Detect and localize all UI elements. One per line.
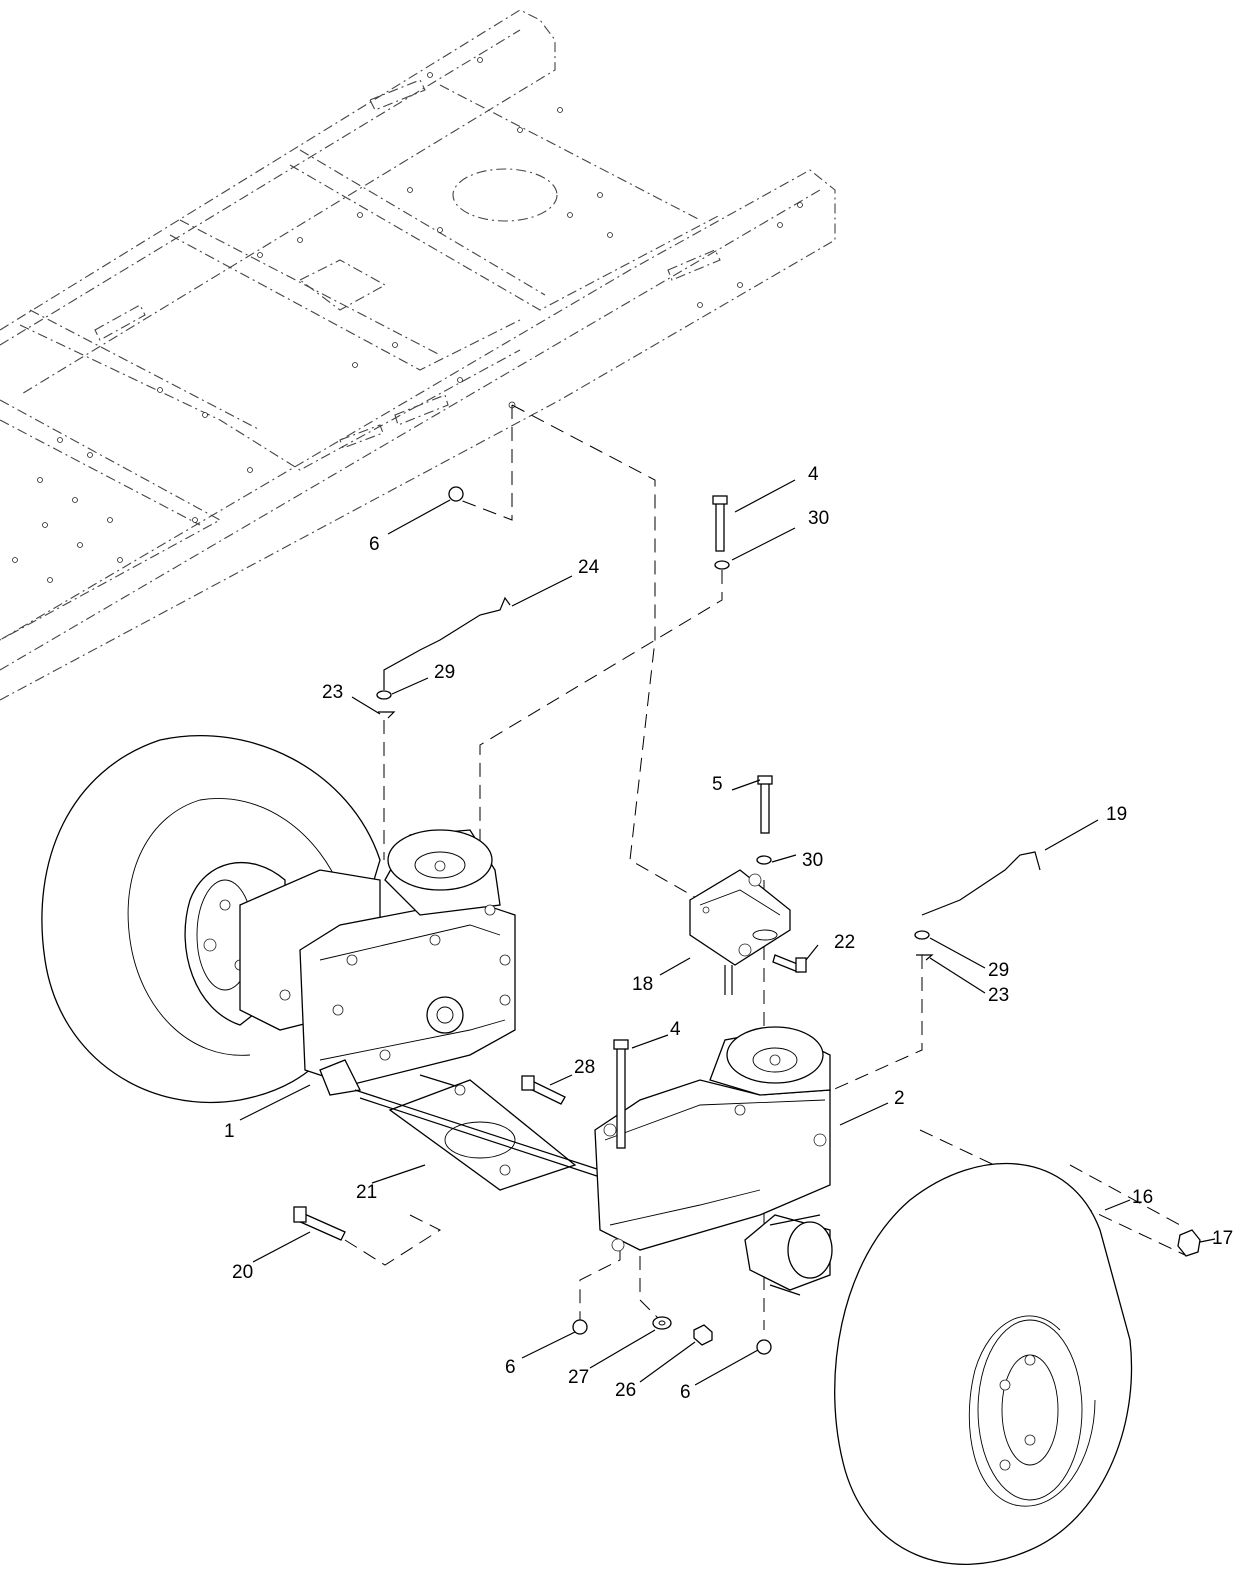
callout-4-lower: 4: [670, 1019, 681, 1040]
callout-21: 21: [356, 1182, 377, 1203]
callout-5: 5: [712, 774, 723, 795]
callout-labels: 1 2 4 4 5 6 6 6 16 17 18 19 20 21 22 23 …: [224, 464, 1233, 1403]
callout-22: 22: [834, 932, 855, 953]
callout-29-right: 29: [988, 960, 1009, 981]
callout-18: 18: [632, 974, 653, 995]
callout-20: 20: [232, 1262, 253, 1283]
callout-26: 26: [615, 1380, 636, 1401]
callout-16: 16: [1132, 1187, 1153, 1208]
callout-17: 17: [1212, 1228, 1233, 1249]
callout-4-top: 4: [808, 464, 819, 485]
chassis-frame: [0, 9, 836, 701]
callout-28: 28: [574, 1057, 595, 1078]
left-transaxle: [239, 829, 516, 1096]
callout-6-lower: 6: [505, 1357, 516, 1378]
callout-6-top: 6: [369, 534, 380, 555]
fasteners: [293, 486, 1201, 1355]
callout-30-top: 30: [808, 508, 829, 529]
callout-30-lower: 30: [802, 850, 823, 871]
leader-lines: [239, 479, 1216, 1386]
callout-1: 1: [224, 1121, 235, 1142]
transaxle-bracket: [689, 869, 791, 995]
callout-24: 24: [578, 557, 600, 578]
callout-29-left: 29: [434, 662, 455, 683]
right-wheel: [834, 1162, 1133, 1565]
callout-23-right: 23: [988, 985, 1009, 1006]
right-transaxle: [594, 1026, 833, 1296]
callout-2: 2: [894, 1088, 905, 1109]
callout-6-right: 6: [680, 1382, 691, 1403]
frame-holes: [12, 57, 803, 583]
callout-23-left: 23: [322, 682, 343, 703]
callout-19: 19: [1106, 804, 1127, 825]
pump-bracket: [354, 1074, 604, 1191]
callout-27: 27: [568, 1367, 589, 1388]
